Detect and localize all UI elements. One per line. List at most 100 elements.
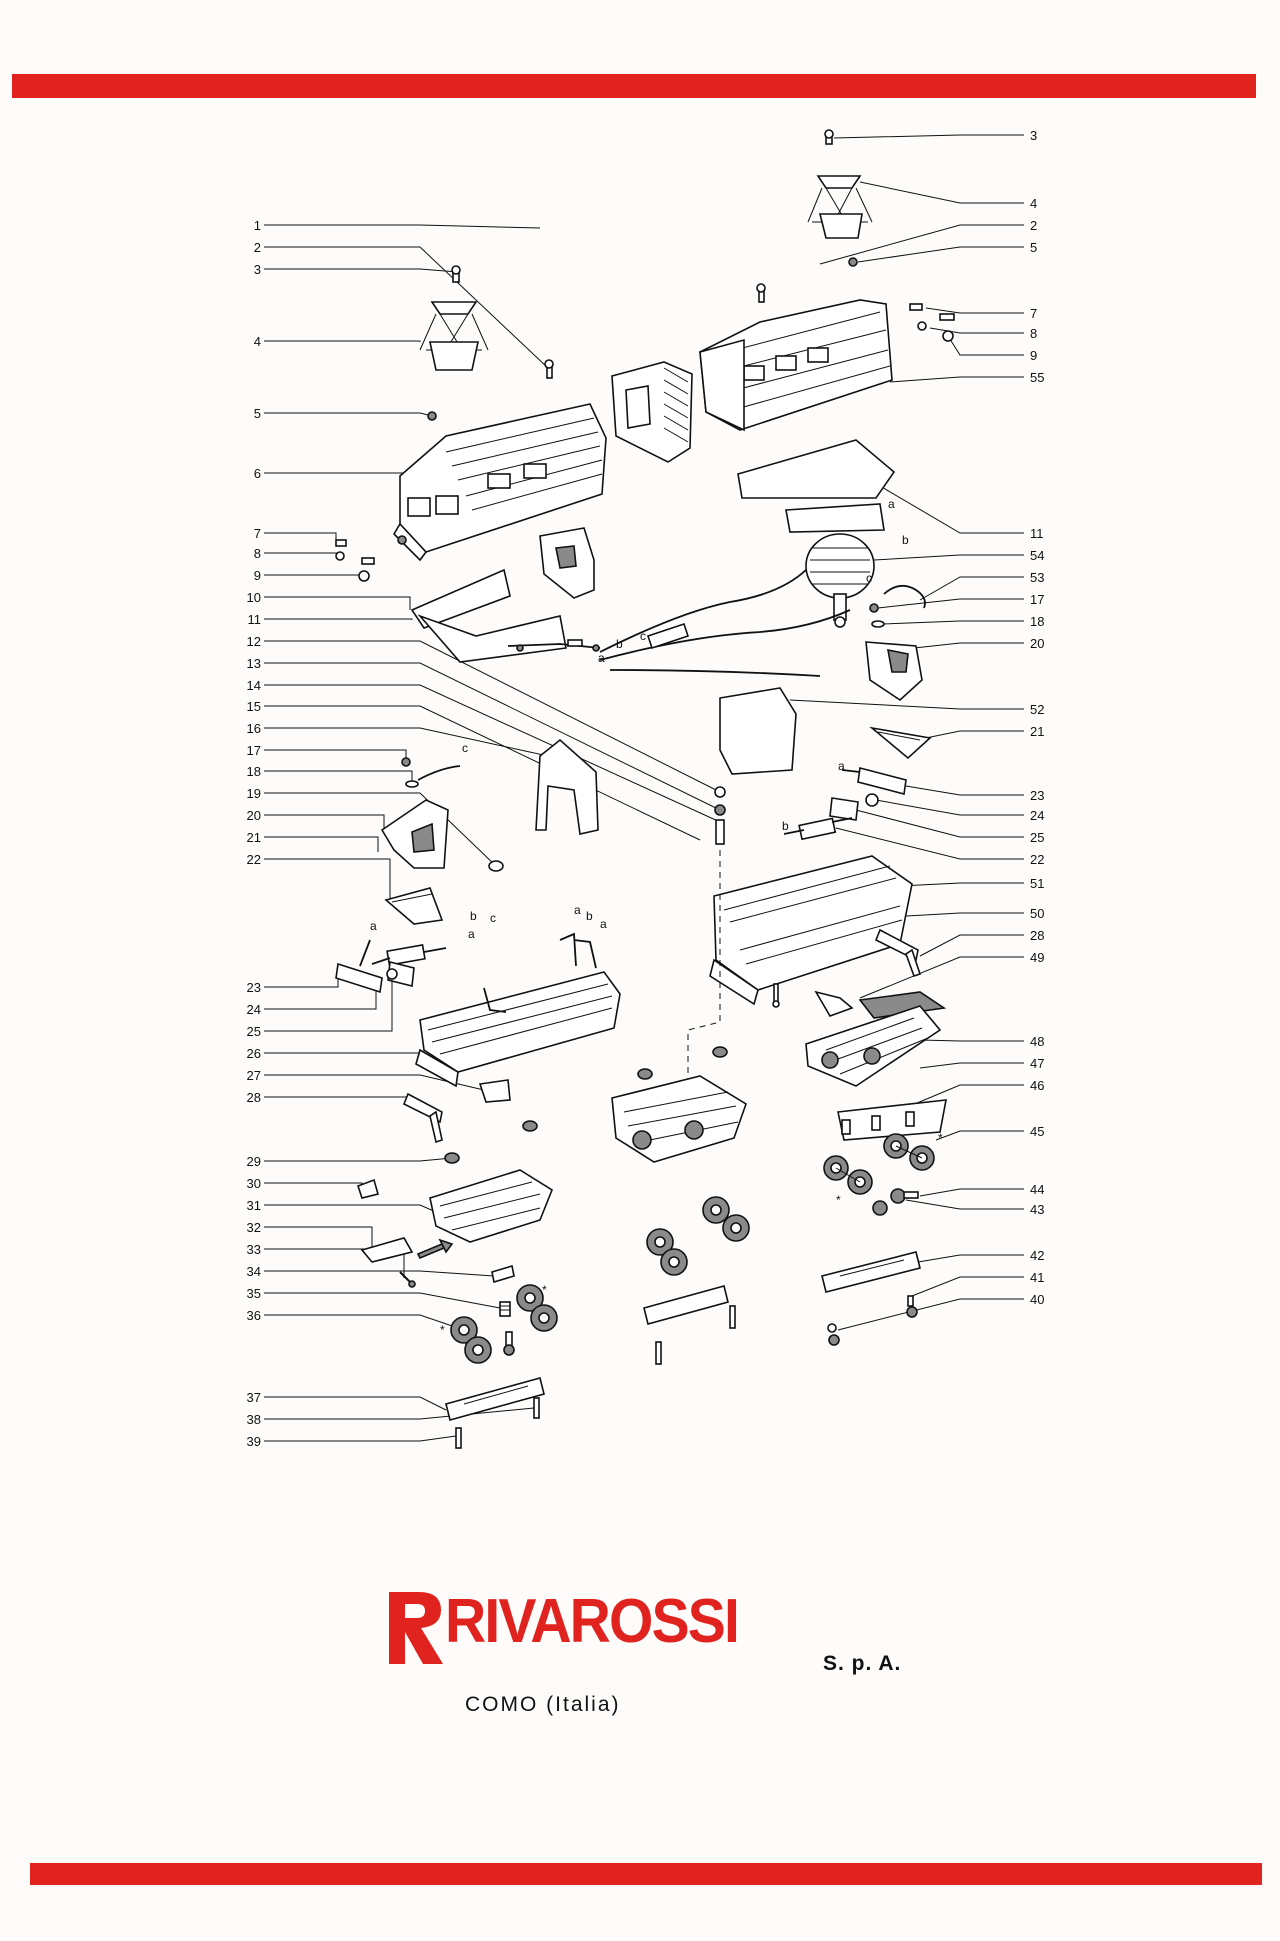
leader-line	[264, 268, 459, 273]
callout-number-left-13: 13	[247, 656, 261, 671]
leader-line	[264, 662, 721, 811]
callout-number-right-28: 28	[1030, 928, 1044, 943]
wheelset-45	[823, 1133, 935, 1195]
callout-number-left-1: 1	[254, 218, 261, 233]
leader-line	[264, 1204, 437, 1213]
wire-letter-label: a	[888, 497, 895, 511]
bracket-28-left	[402, 1092, 443, 1144]
capacitor-and-plates-23-24-25-left	[335, 939, 447, 994]
top-red-band	[12, 74, 1256, 98]
nut-19-left	[488, 860, 504, 872]
clip-21-right	[869, 726, 932, 760]
callout-number-left-21: 21	[247, 830, 261, 845]
bogie-48-right	[805, 1005, 942, 1087]
leader-line	[879, 485, 1024, 534]
wire-letter-label: a	[600, 917, 607, 931]
callout-number-left-24: 24	[247, 1002, 261, 1017]
callout-number-right-23: 23	[1030, 788, 1044, 803]
callout-number-right-41: 41	[1030, 1270, 1044, 1285]
hood-end-16-left	[535, 738, 599, 835]
callout-number-right-46: 46	[1030, 1078, 1044, 1093]
leader-line	[264, 618, 413, 620]
leader-line	[915, 730, 1024, 741]
wire-letter-label: c	[490, 911, 496, 925]
leader-line	[264, 1157, 453, 1162]
small-parts-7-8-9-right	[909, 303, 955, 342]
callout-number-left-30: 30	[247, 1176, 261, 1191]
leader-line	[919, 1188, 1024, 1197]
leader-line	[264, 532, 337, 540]
washer-18-right	[871, 620, 885, 628]
callout-number-left-18: 18	[247, 764, 261, 779]
bogie-frame-46	[837, 1099, 947, 1141]
callout-number-left-19: 19	[247, 786, 261, 801]
callout-number-right-22: 22	[1030, 852, 1044, 867]
wire-19-left	[417, 765, 461, 781]
leader-line	[881, 620, 1024, 625]
leader-line	[264, 1182, 363, 1190]
leader-line	[875, 799, 1024, 816]
wire-letter-label: b	[902, 533, 909, 547]
callout-number-left-2: 2	[254, 240, 261, 255]
leader-line	[895, 642, 1024, 651]
callout-number-right-17: 17	[1030, 592, 1044, 607]
leader-line	[264, 980, 393, 1032]
callout-number-left-37: 37	[247, 1390, 261, 1405]
pantograph-left	[419, 301, 489, 371]
leader-line	[264, 749, 407, 762]
callout-number-right-45: 45	[1030, 1124, 1044, 1139]
leader-line	[264, 770, 413, 784]
leader-line	[264, 574, 363, 578]
callout-number-right-5: 5	[1030, 240, 1037, 255]
callout-number-left-39: 39	[247, 1434, 261, 1449]
small-part-5-right	[848, 257, 858, 267]
leader-line	[909, 1084, 1024, 1107]
leader-line	[877, 598, 1024, 609]
callout-number-left-14: 14	[247, 678, 261, 693]
washer-18-left	[405, 780, 419, 788]
callout-number-right-48: 48	[1030, 1034, 1044, 1049]
leader-line	[789, 699, 1024, 710]
brush-holder-20-right	[865, 641, 923, 702]
leader-line	[859, 181, 1024, 204]
leader-line	[873, 554, 1024, 561]
callout-number-left-6: 6	[254, 466, 261, 481]
wire-letter-label: a	[838, 759, 845, 773]
arrow-32	[416, 1238, 454, 1260]
bottom-red-band	[30, 1863, 1262, 1885]
callout-number-left-36: 36	[247, 1308, 261, 1323]
callout-number-left-23: 23	[247, 980, 261, 995]
cable-loom	[599, 569, 851, 677]
leader-line	[264, 1226, 373, 1254]
screw-17-left	[401, 757, 411, 767]
spring-53	[883, 584, 926, 609]
screw-24-right	[865, 793, 879, 807]
callout-number-left-17: 17	[247, 743, 261, 758]
loco-body-cab-right	[699, 299, 893, 432]
company-location: COMO (Italia)	[465, 1693, 621, 1716]
brand-name: RIVAROSSI	[445, 1587, 740, 1656]
leader-line	[905, 1199, 1024, 1210]
spring-35	[499, 1301, 511, 1317]
screw-part-2-right	[756, 283, 766, 303]
rivarossi-logo-mark	[389, 1592, 443, 1664]
bottom-plate-37	[445, 1377, 545, 1421]
lever-32	[360, 1237, 414, 1263]
leader-line	[819, 224, 1024, 265]
callout-number-left-22: 22	[247, 852, 261, 867]
leader-line	[264, 596, 411, 610]
company-suffix: S. p. A.	[823, 1652, 902, 1675]
callout-number-right-53: 53	[1030, 570, 1044, 585]
hood-end-piece	[611, 361, 693, 463]
leader-line	[264, 340, 421, 342]
leader-line	[264, 1270, 495, 1277]
callout-number-right-42: 42	[1030, 1248, 1044, 1263]
leader-line	[264, 1435, 457, 1442]
leader-line	[835, 827, 1024, 860]
callout-number-right-50: 50	[1030, 906, 1044, 921]
bogie-31-left	[429, 1169, 553, 1243]
leader-line	[855, 809, 1024, 838]
leader-line	[919, 576, 1024, 601]
